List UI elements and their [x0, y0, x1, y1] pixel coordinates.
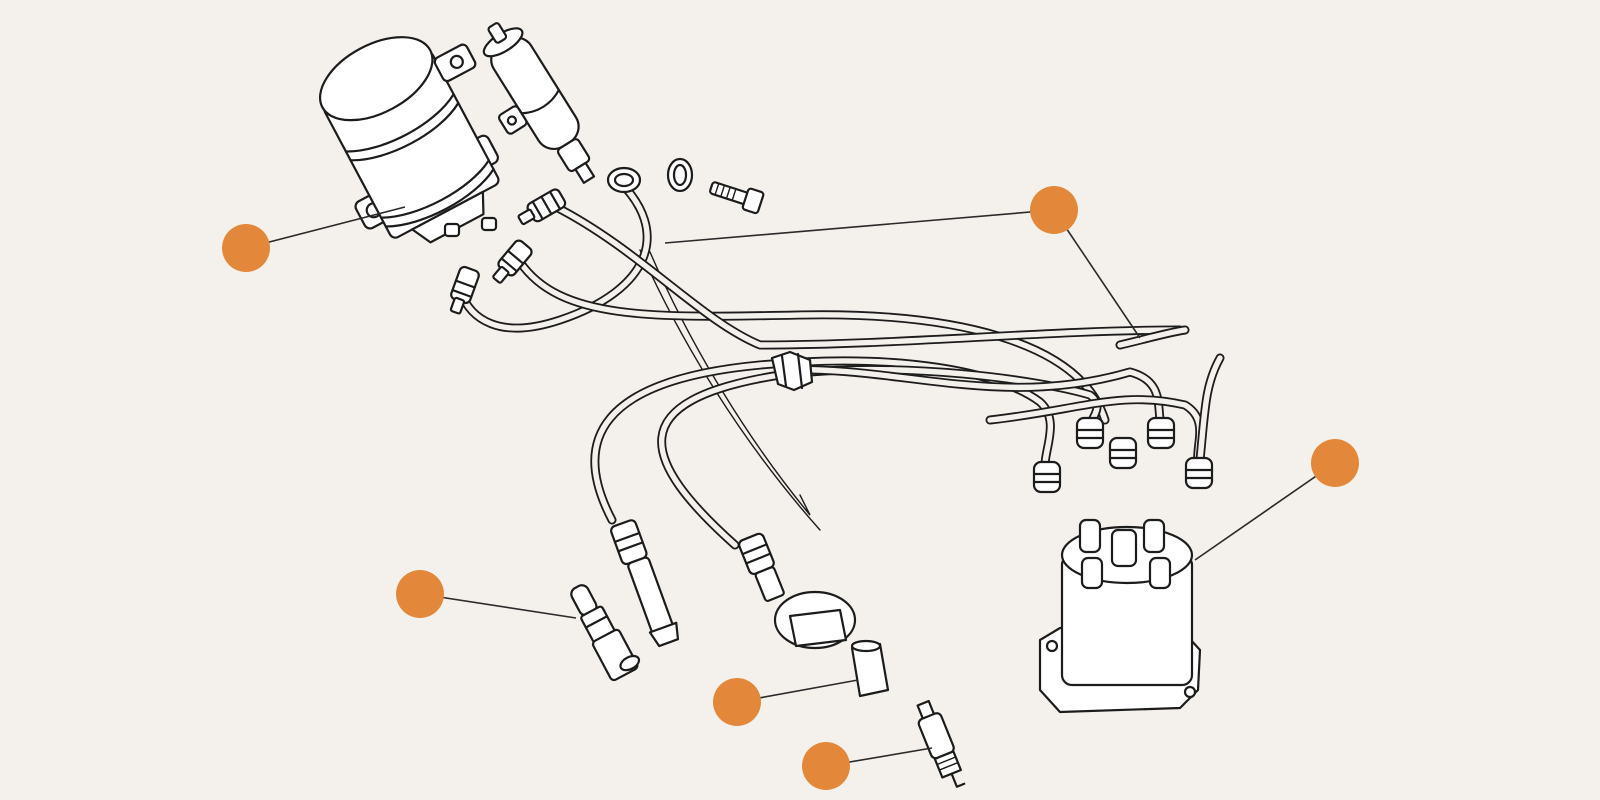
- hotspot-distributor-cap[interactable]: [1311, 439, 1359, 487]
- coil-wire-connectors: [449, 188, 567, 315]
- ballast-resistor: [482, 22, 596, 184]
- hotspot-terminal-boot[interactable]: [713, 678, 761, 726]
- distributor-wire-boots: [1032, 416, 1214, 494]
- distributor-cap: [1038, 518, 1202, 714]
- hotspot-spark-plug[interactable]: [802, 742, 850, 790]
- hotspot-wire-end-connector[interactable]: [396, 570, 444, 618]
- hotspot-ignition-coil[interactable]: [222, 224, 270, 272]
- spark-plug-wire-terminal: [570, 519, 680, 682]
- terminal-boot: [738, 532, 890, 698]
- spark-plug: [916, 699, 966, 788]
- hotspot-ignition-wires[interactable]: [1030, 186, 1078, 234]
- hotspots: [222, 186, 1359, 790]
- ignition-coil: [318, 36, 500, 244]
- hardware-set: [606, 157, 765, 215]
- ignition-wire-harness: [455, 175, 1225, 550]
